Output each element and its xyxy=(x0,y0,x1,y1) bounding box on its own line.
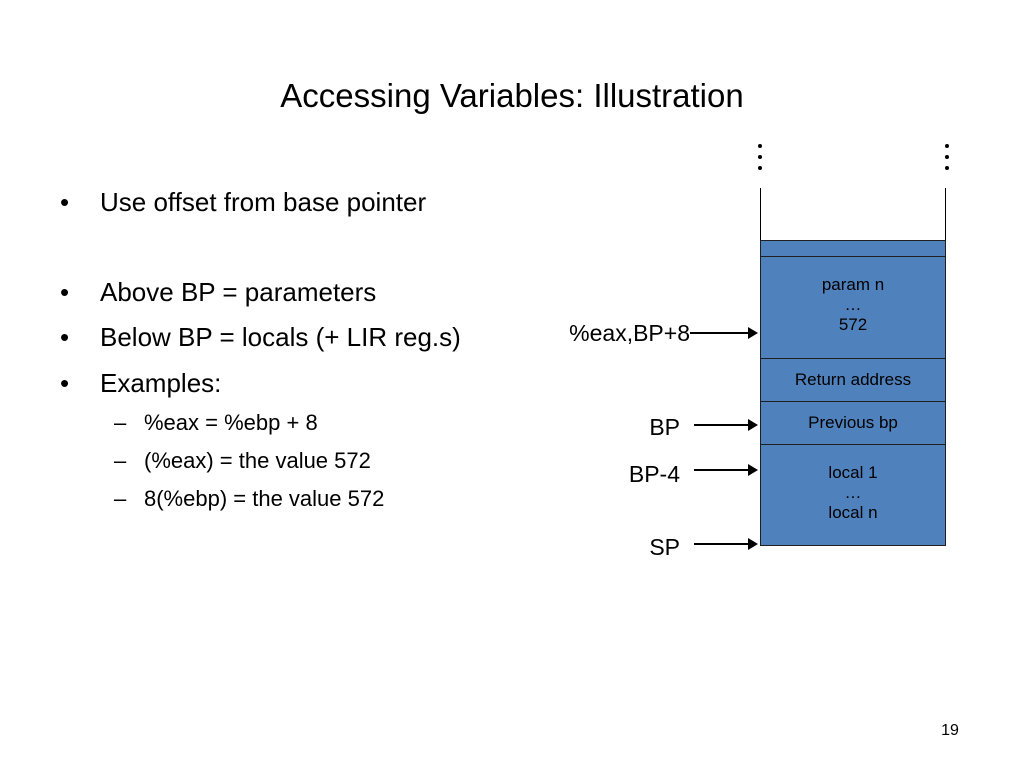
pointer-label-bp-4: BP-4 xyxy=(628,461,680,487)
bullet-marker: • xyxy=(60,187,70,217)
cell-line: param n xyxy=(821,275,885,294)
pointer-label-bp: BP xyxy=(649,414,680,440)
stack-cell-params: param n … 572 xyxy=(760,256,946,359)
bullet-marker: • xyxy=(60,368,70,398)
pointer-arrow-icon xyxy=(694,464,758,476)
continuation-dots-icon xyxy=(943,144,951,177)
sub-bullet-item: –%eax = %ebp + 8 xyxy=(114,409,318,437)
stack-wall-left xyxy=(760,188,761,242)
cell-line: Return address xyxy=(794,370,912,389)
cell-line: local n xyxy=(828,503,878,522)
page-number: 19 xyxy=(941,722,959,739)
stack-wall-right xyxy=(945,188,946,242)
sub-bullet-marker: – xyxy=(114,410,127,435)
bullet-item: • Below BP = locals (+ LIR reg.s) xyxy=(60,321,461,353)
stack-cell-empty xyxy=(760,240,946,257)
sub-bullet-text: 8(%ebp) = the value 572 xyxy=(144,486,385,511)
cell-line: … xyxy=(844,483,862,502)
bullet-text: Examples: xyxy=(100,368,222,398)
stack-cell-locals: local 1 … local n xyxy=(760,444,946,546)
bullet-item: • Above BP = parameters xyxy=(60,276,376,308)
sub-bullet-marker: – xyxy=(114,448,127,473)
pointer-label-sp: SP xyxy=(649,534,680,560)
continuation-dots-icon xyxy=(756,144,764,177)
bullet-text: Use offset from base pointer xyxy=(100,187,427,217)
cell-line: local 1 xyxy=(828,463,878,482)
sub-bullet-text: (%eax) = the value 572 xyxy=(144,448,371,473)
sub-bullet-marker: – xyxy=(114,486,127,511)
bullet-item: • Examples: xyxy=(60,367,221,399)
sub-bullet-item: –(%eax) = the value 572 xyxy=(114,447,371,475)
slide-title: Accessing Variables: Illustration xyxy=(280,77,744,114)
stack-cell-previous-bp: Previous bp xyxy=(760,401,946,445)
pointer-arrow-icon xyxy=(694,419,758,431)
sub-bullet-item: –8(%ebp) = the value 572 xyxy=(114,485,384,513)
bullet-text: Below BP = locals (+ LIR reg.s) xyxy=(100,322,461,352)
cell-line: 572 xyxy=(838,315,868,334)
bullet-text: Above BP = parameters xyxy=(100,277,377,307)
bullet-item: • Use offset from base pointer xyxy=(60,186,426,218)
sub-bullet-text: %eax = %ebp + 8 xyxy=(144,410,318,435)
stack-cell-return-address: Return address xyxy=(760,358,946,402)
pointer-arrow-icon xyxy=(690,327,758,339)
pointer-label-eax: %eax,BP+8 xyxy=(569,320,690,346)
pointer-arrow-icon xyxy=(694,538,758,550)
bullet-marker: • xyxy=(60,322,70,352)
cell-line: Previous bp xyxy=(808,413,898,432)
bullet-marker: • xyxy=(60,277,70,307)
cell-line: … xyxy=(844,295,862,314)
